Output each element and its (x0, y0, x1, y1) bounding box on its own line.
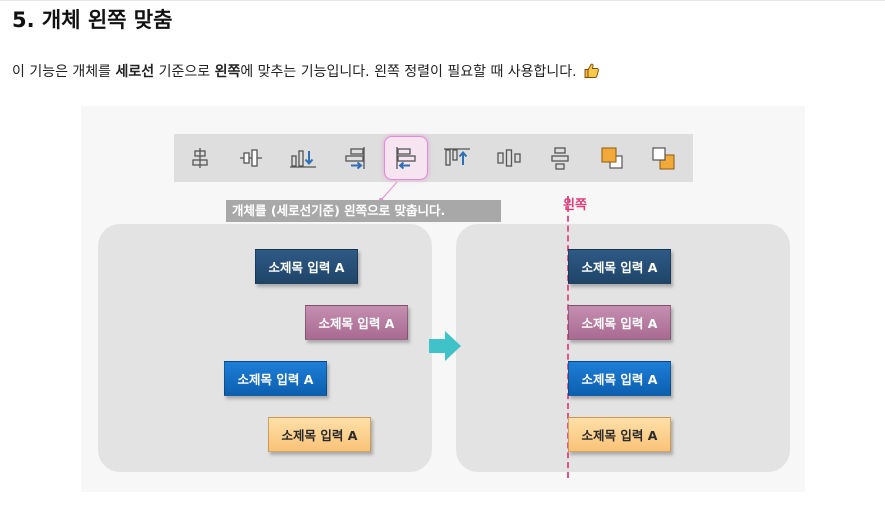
align-bottom-icon[interactable] (286, 141, 320, 175)
after-box-navy[interactable]: 소제목 입력 A (568, 249, 671, 284)
align-middle-vertical-icon[interactable] (234, 141, 268, 175)
bring-to-front-icon[interactable] (595, 141, 629, 175)
before-box-navy[interactable]: 소제목 입력 A (255, 249, 358, 284)
description-text-3: 에 맞추는 기능입니다. 왼쪽 정렬이 필요할 때 사용합니다. (240, 64, 577, 80)
top-divider (0, 0, 885, 1)
align-left-tooltip: 개체를 (세로선기준) 왼쪽으로 맞춥니다. (226, 200, 501, 222)
thumbs-up-icon (583, 62, 600, 86)
align-left-illustration: 개체를 (세로선기준) 왼쪽으로 맞춥니다. 왼쪽 소제목 입력 A 소제목 입… (81, 106, 805, 492)
description-bold-vertical-line: 세로선 (115, 64, 155, 80)
description-paragraph: 이 기능은 개체를 세로선 기준으로 왼쪽에 맞추는 기능입니다. 왼쪽 정렬이… (12, 61, 600, 86)
guide-label-left: 왼쪽 (563, 198, 587, 213)
distribute-vertical-icon[interactable] (543, 141, 577, 175)
align-right-icon[interactable] (338, 141, 372, 175)
before-box-blue[interactable]: 소제목 입력 A (224, 361, 327, 396)
send-to-back-icon[interactable] (646, 141, 680, 175)
align-top-icon[interactable] (440, 141, 474, 175)
after-box-blue[interactable]: 소제목 입력 A (568, 361, 671, 396)
right-arrow-icon (429, 331, 461, 361)
align-left-icon[interactable] (384, 136, 428, 180)
description-text-1: 이 기능은 개체를 (12, 64, 116, 80)
before-box-mauve[interactable]: 소제목 입력 A (305, 305, 408, 340)
description-bold-left: 왼쪽 (214, 64, 241, 80)
description-text-2: 기준으로 (154, 64, 215, 80)
after-box-mauve[interactable]: 소제목 입력 A (568, 305, 671, 340)
section-heading: 5. 개체 왼쪽 맞춤 (12, 8, 173, 32)
align-center-horizontal-icon[interactable] (183, 141, 217, 175)
align-toolbar (174, 134, 693, 182)
distribute-horizontal-icon[interactable] (492, 141, 526, 175)
before-box-peach[interactable]: 소제목 입력 A (268, 417, 371, 452)
after-box-peach[interactable]: 소제목 입력 A (568, 417, 671, 452)
